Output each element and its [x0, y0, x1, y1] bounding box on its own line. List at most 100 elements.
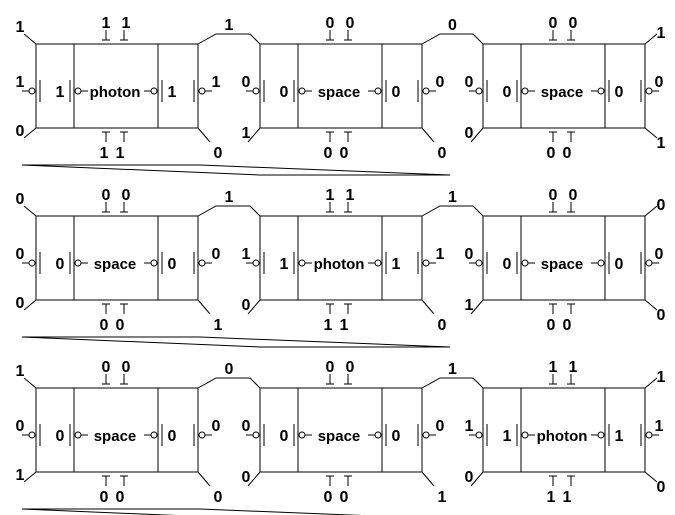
right-outer-transistor [193, 80, 212, 102]
bridge-bottom-wire [470, 127, 484, 143]
top-transistor-pair [100, 202, 130, 217]
right-inner-transistor [368, 80, 387, 102]
top-value: 1 [549, 359, 558, 376]
left-inner-transistor [69, 252, 88, 274]
top-value: 0 [122, 187, 131, 204]
right-edge-bottom-wire [644, 127, 658, 139]
right-edge-mid-value: 0 [655, 74, 664, 91]
bridge-bottom-left-value: 1 [438, 489, 447, 506]
right-outer-transistor [417, 424, 436, 446]
bridge-left-value: 0 [212, 246, 221, 263]
bottom-value: 1 [547, 489, 556, 506]
transistor-bubble [645, 87, 653, 95]
bridge-bottom-wire [247, 299, 261, 315]
inner-left-value: 0 [503, 256, 512, 273]
inner-left-value: 1 [56, 84, 65, 101]
inner-right-value: 1 [392, 256, 401, 273]
bridge-right-value: 0 [465, 74, 474, 91]
right-edge-top-wire [644, 33, 658, 45]
bridge-left-value: 0 [212, 418, 221, 435]
bridge-bottom-left-value: 0 [214, 489, 223, 506]
row-baseline [21, 336, 451, 348]
cell-label: space [318, 428, 361, 445]
bridge-bottom-wire [197, 299, 211, 315]
bridge-bottom-wire [470, 471, 484, 487]
bottom-value: 1 [324, 317, 333, 334]
left-edge-bottom-wire [23, 471, 37, 483]
inner-right-value: 0 [615, 256, 624, 273]
transistor-bubble [28, 431, 36, 439]
bridge-top-value: 0 [225, 361, 234, 378]
cell-label: photon [314, 256, 365, 273]
bottom-value: 1 [100, 145, 109, 162]
bridge-top-wire [421, 377, 484, 389]
right-edge-top-value: 1 [657, 369, 666, 386]
top-value: 1 [326, 187, 335, 204]
inner-right-value: 1 [168, 84, 177, 101]
inner-left-value: 1 [503, 428, 512, 445]
bottom-value: 1 [340, 317, 349, 334]
right-edge-bottom-value: 0 [657, 479, 666, 496]
bridge-top-value: 0 [448, 17, 457, 34]
top-value: 1 [102, 15, 111, 32]
right-edge-mid-value: 0 [655, 246, 664, 263]
left-edge-mid-value: 1 [16, 74, 25, 91]
top-value: 0 [326, 359, 335, 376]
right-outer-transistor [640, 424, 659, 446]
top-value: 1 [122, 15, 131, 32]
bottom-value: 1 [563, 489, 572, 506]
right-inner-transistor [368, 424, 387, 446]
transistor-bubble [645, 431, 653, 439]
bottom-transistor-pair [324, 127, 354, 142]
bottom-value: 0 [116, 317, 125, 334]
bridge-top-wire [421, 33, 484, 45]
transistor-bubble [298, 259, 306, 267]
top-transistor-pair [547, 374, 577, 389]
bridge-bottom-right-value: 0 [465, 125, 474, 142]
transistor-bubble [645, 259, 653, 267]
transistor-bubble [374, 259, 382, 267]
transistor-bubble [521, 431, 529, 439]
cell-label: photon [90, 84, 141, 101]
left-inner-transistor [293, 424, 312, 446]
bridge-top-wire [421, 205, 484, 217]
bridge-bottom-wire [247, 127, 261, 143]
left-outer-transistor [246, 252, 265, 274]
inner-right-value: 0 [168, 428, 177, 445]
inner-left-value: 1 [280, 256, 289, 273]
left-edge-mid-value: 0 [16, 418, 25, 435]
right-edge-bottom-value: 1 [657, 135, 666, 152]
transistor-bubble [198, 431, 206, 439]
transistor-bubble [28, 87, 36, 95]
left-edge-bottom-value: 0 [16, 123, 25, 140]
right-edge-bottom-value: 0 [657, 307, 666, 324]
transistor-bubble [150, 259, 158, 267]
bottom-transistor-pair [100, 299, 130, 314]
bridge-bottom-left-value: 0 [214, 145, 223, 162]
right-inner-transistor [591, 252, 610, 274]
bottom-value: 0 [547, 145, 556, 162]
left-inner-transistor [516, 252, 535, 274]
right-edge-bottom-wire [644, 299, 658, 311]
bottom-value: 0 [324, 489, 333, 506]
bridge-right-value: 0 [465, 246, 474, 263]
transistor-bubble [298, 431, 306, 439]
transistor-bubble [28, 259, 36, 267]
bottom-value: 0 [340, 489, 349, 506]
inner-left-value: 0 [280, 428, 289, 445]
right-outer-transistor [417, 252, 436, 274]
transistor-bubble [74, 431, 82, 439]
top-transistor-pair [100, 30, 130, 45]
top-transistor-pair [100, 374, 130, 389]
inner-right-value: 0 [615, 84, 624, 101]
